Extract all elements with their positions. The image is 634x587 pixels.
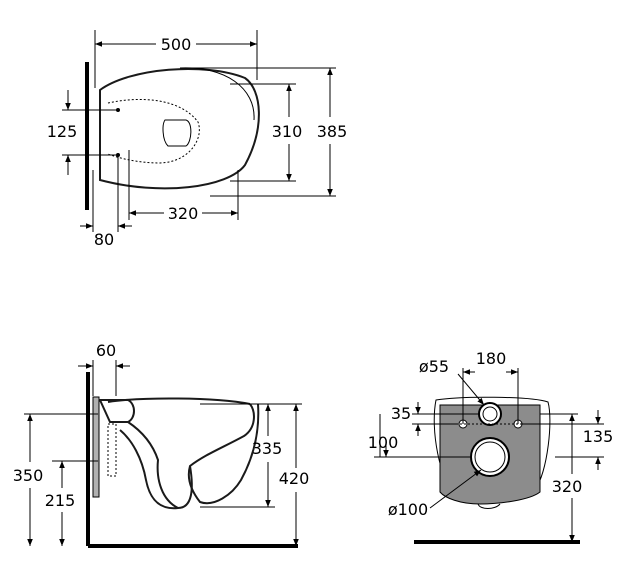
side-trap [127,421,193,510]
dim-inlet-diameter: ø55 [419,357,449,376]
side-mounting-frame [92,396,100,498]
dim-offset-100: 100 [368,433,399,452]
dim-height-350: 350 [13,466,44,485]
dim-height-215: 215 [45,491,76,510]
dim-offset-35: 35 [391,404,411,423]
dim-offset-80: 80 [94,230,114,249]
back-inlet-inner [482,406,498,422]
dim-depth-310: 310 [272,122,303,141]
dim-outlet-diameter: ø100 [388,500,428,519]
dim-length-320: 320 [168,204,199,223]
back-view: 180 ø55 35 100 135 320 ø100 [368,349,614,544]
dim-height-320: 320 [552,477,583,496]
dim-spacing-125: 125 [47,122,78,141]
top-rim-dashed [107,99,200,164]
side-view: 60 350 215 335 420 [13,341,310,548]
side-top-rim [107,397,251,405]
dim-depth-385: 385 [317,122,348,141]
dim-spacing-180: 180 [476,349,507,368]
side-fixing-bolt [107,423,117,477]
dim-height-420: 420 [279,469,310,488]
dim-width-500: 500 [161,35,192,54]
back-outlet-inner [474,441,506,473]
dim-height-135: 135 [583,427,614,446]
dim-height-335: 335 [252,439,283,458]
top-view: 500 310 385 125 80 320 [47,30,348,249]
top-bowl-outline [99,67,260,190]
dim-offset-60: 60 [96,341,116,360]
side-bowl-front [187,403,260,505]
top-drain-opening [162,119,192,147]
side-inlet-connector [98,399,135,423]
back-foot [477,503,501,509]
top-lid-curve [179,67,255,121]
side-bowl-back [119,429,179,510]
back-inlet-circle [478,402,502,426]
back-outlet-circle [470,437,510,477]
